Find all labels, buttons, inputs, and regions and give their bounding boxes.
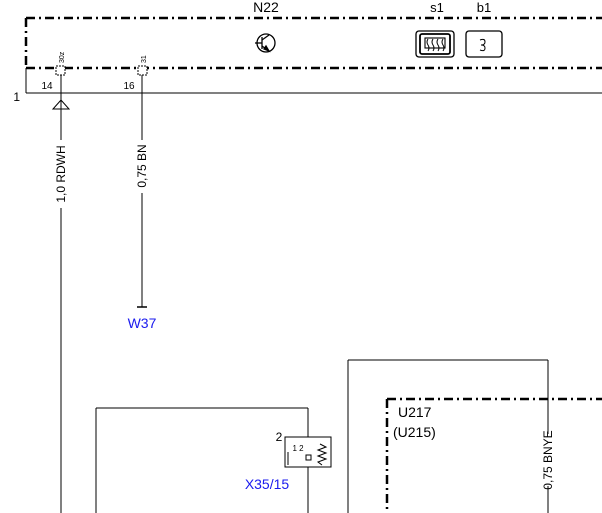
connector-pin-number: 2 bbox=[276, 430, 283, 444]
row-label: 1 bbox=[13, 90, 20, 104]
connector-x35-15-icon bbox=[284, 436, 332, 468]
wire-bn bbox=[137, 75, 147, 308]
wire-label-bnye: 0,75 BNYE bbox=[541, 430, 555, 489]
wire-label-rdwh: 1,0 RDWH bbox=[54, 145, 68, 202]
link-x35-15[interactable]: X35/15 bbox=[245, 476, 290, 492]
n22-component-box bbox=[24, 16, 602, 70]
indicator-lamp-icon bbox=[465, 30, 503, 58]
link-w37[interactable]: W37 bbox=[128, 315, 157, 331]
transistor-icon bbox=[255, 33, 276, 53]
switch-label-s1: s1 bbox=[430, 0, 444, 15]
module-alt-id: (U215) bbox=[393, 424, 436, 440]
pin-16-terminal: 31 bbox=[141, 55, 148, 63]
module-id: U217 bbox=[398, 404, 432, 420]
component-label: N22 bbox=[253, 0, 279, 15]
outer-module-box bbox=[347, 359, 549, 513]
switch-label-b1: b1 bbox=[477, 0, 491, 15]
pin-16-number: 16 bbox=[123, 81, 135, 92]
rear-defrost-button-icon bbox=[415, 30, 455, 58]
pin-14-terminal: 30z bbox=[59, 51, 66, 63]
pin-14-connector: 30z bbox=[55, 51, 66, 76]
pin-16-connector: 31 bbox=[137, 55, 148, 76]
lower-left-component-box bbox=[95, 407, 309, 513]
wire-rdwh bbox=[51, 75, 71, 513]
pin-14-number: 14 bbox=[41, 81, 53, 92]
u217-module-box bbox=[385, 397, 602, 513]
connector-pin-marks: 1 2 bbox=[292, 444, 304, 453]
wire-label-bn: 0,75 BN bbox=[135, 144, 149, 187]
